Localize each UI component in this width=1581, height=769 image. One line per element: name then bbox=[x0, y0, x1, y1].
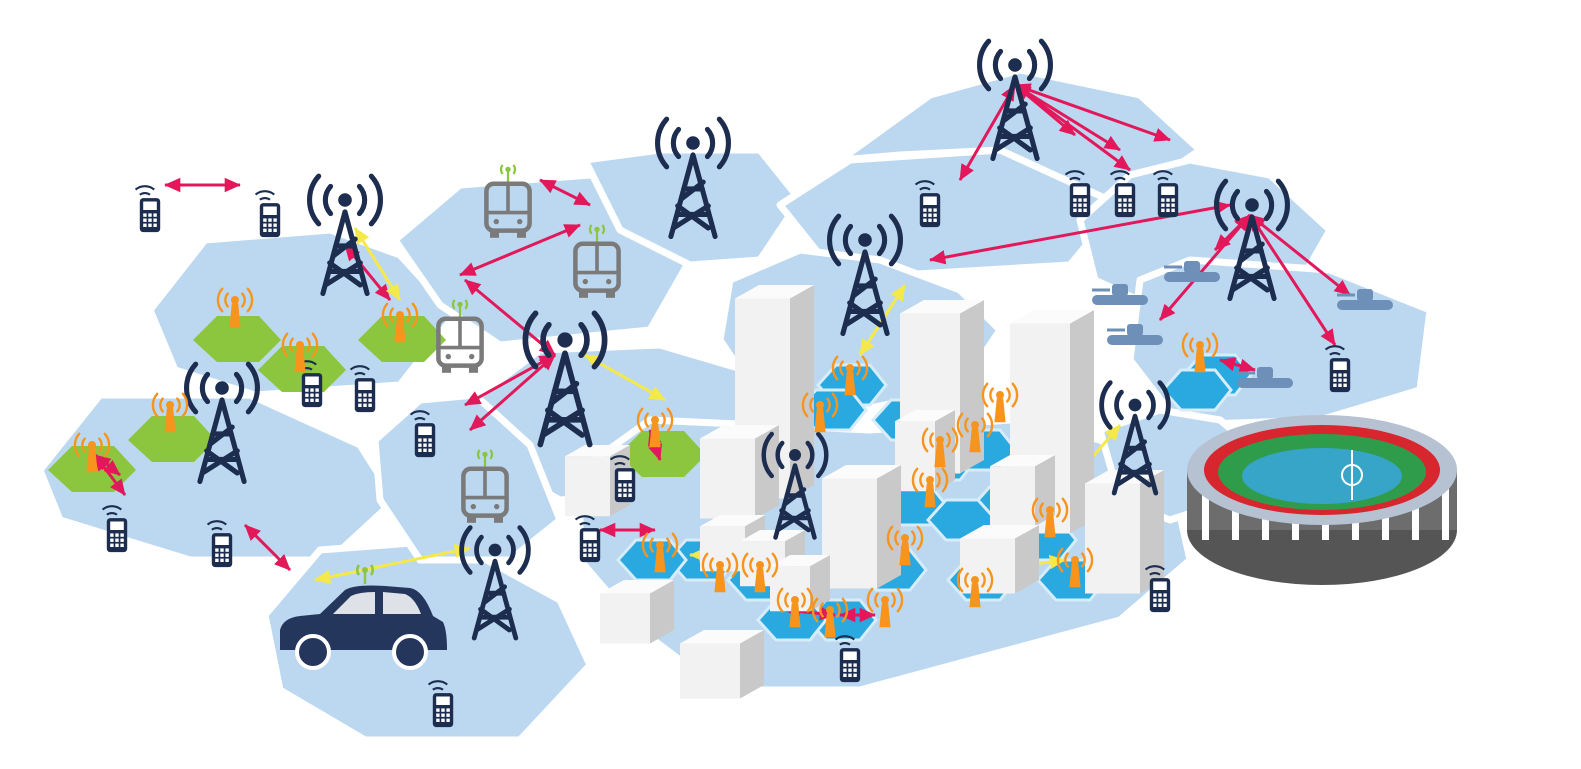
small-cell-antenna-icon bbox=[1056, 547, 1094, 588]
mobile-phone-icon bbox=[834, 635, 861, 683]
mobile-phone-icon bbox=[1064, 170, 1091, 218]
small-cell-antenna-icon bbox=[956, 412, 994, 453]
cell-tower-icon bbox=[1214, 178, 1290, 302]
mobile-phone-icon bbox=[349, 365, 376, 413]
bus-icon bbox=[461, 449, 509, 523]
d2d-link-red bbox=[94, 453, 121, 477]
mobile-phone-icon bbox=[574, 515, 601, 563]
mobile-phone-icon bbox=[254, 190, 281, 238]
cell-tower-icon bbox=[522, 310, 608, 448]
mobile-phone-icon bbox=[914, 180, 941, 228]
small-cell-antenna-icon bbox=[741, 552, 779, 593]
d2d-link-red bbox=[464, 278, 556, 357]
bus-icon bbox=[573, 224, 621, 298]
small-cell-antenna-icon bbox=[866, 587, 904, 628]
mobile-phone-icon bbox=[427, 680, 454, 728]
mobile-phone-icon bbox=[409, 410, 436, 458]
cell-tower-icon bbox=[827, 213, 903, 337]
small-cell-antenna-icon bbox=[1031, 497, 1069, 538]
small-cell-coverage-green bbox=[128, 416, 216, 462]
d2d-link-red bbox=[243, 523, 292, 572]
building-icon bbox=[822, 465, 901, 589]
cell-tower-icon bbox=[1099, 380, 1171, 496]
bus-icon bbox=[436, 299, 484, 373]
network-devices bbox=[73, 38, 1457, 728]
building-icon bbox=[960, 525, 1039, 594]
cell-tower-icon bbox=[761, 431, 829, 540]
building-icon bbox=[895, 410, 955, 492]
small-cell-antenna-icon bbox=[636, 407, 674, 448]
bus-icon bbox=[484, 164, 532, 238]
small-cell-antenna-icon bbox=[911, 467, 949, 508]
mobile-phone-icon bbox=[206, 520, 233, 568]
small-cell-antenna-icon bbox=[956, 567, 994, 608]
mobile-phone-icon bbox=[1144, 565, 1171, 613]
mobile-phone-icon bbox=[1152, 170, 1179, 218]
building-icon bbox=[680, 630, 764, 699]
small-cell-antenna-icon bbox=[151, 392, 189, 433]
small-cell-antenna-icon bbox=[701, 552, 739, 593]
small-cell-antenna-icon bbox=[776, 587, 814, 628]
mobile-phone-icon bbox=[1109, 170, 1136, 218]
small-cell-coverage-green bbox=[193, 316, 281, 362]
d2d-link-red bbox=[459, 223, 581, 277]
d2d-link-red bbox=[539, 178, 591, 207]
drone-icon bbox=[1237, 367, 1293, 388]
small-cell-coverage-green bbox=[618, 431, 706, 477]
small-cell-antenna-icon bbox=[886, 525, 924, 566]
mobile-phone-icon bbox=[1324, 345, 1351, 393]
cell-tower-icon bbox=[459, 525, 531, 641]
d2d-link-red bbox=[469, 353, 556, 432]
d2d-link-red bbox=[1014, 83, 1131, 172]
mobile-phone-icon bbox=[134, 185, 161, 233]
car-icon bbox=[280, 564, 447, 670]
drone-icon bbox=[1107, 324, 1163, 345]
small-cell-antenna-icon bbox=[921, 427, 959, 468]
cell-tower-icon bbox=[977, 38, 1053, 162]
backhaul-link-yellow bbox=[353, 227, 402, 301]
mobile-phone-icon bbox=[101, 505, 128, 553]
drone-icon bbox=[1092, 284, 1148, 305]
building-icon bbox=[770, 555, 830, 612]
d2d-link-red bbox=[1248, 214, 1337, 346]
building-icon bbox=[990, 455, 1055, 527]
building-icon bbox=[600, 580, 674, 644]
cell-tower-icon bbox=[184, 361, 260, 485]
small-cell-antenna-icon bbox=[216, 287, 254, 328]
d2d-link-red bbox=[958, 84, 1017, 181]
small-cell-antenna-icon bbox=[641, 532, 679, 573]
d2d-link-red bbox=[1213, 213, 1252, 252]
small-cell-antenna-icon bbox=[981, 382, 1019, 423]
d2d-link-red bbox=[1219, 357, 1256, 373]
mobile-phone-icon bbox=[609, 455, 636, 503]
small-cell-antenna-icon bbox=[811, 597, 849, 638]
cell-tower-icon bbox=[655, 116, 731, 240]
d2d-link-red bbox=[929, 200, 1231, 265]
stadium-icon bbox=[1187, 415, 1457, 585]
small-cell-antenna-icon bbox=[801, 392, 839, 433]
small-cell-antenna-icon bbox=[73, 432, 111, 473]
building-icon bbox=[1085, 470, 1164, 594]
drone-icon bbox=[1337, 289, 1393, 310]
cell-tower-icon bbox=[307, 173, 383, 297]
small-cell-coverage-blue bbox=[1160, 368, 1233, 412]
drone-icon bbox=[1164, 261, 1220, 282]
backhaul-link-yellow bbox=[314, 544, 471, 584]
